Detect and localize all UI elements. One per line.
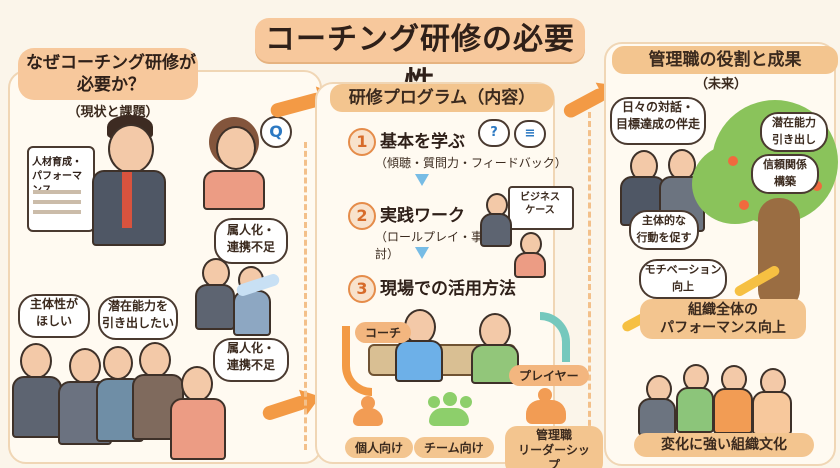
individual-icon-head bbox=[361, 396, 375, 410]
player-flow-arrow bbox=[540, 312, 570, 362]
arrow-middle-to-right bbox=[561, 86, 609, 120]
tree-leaf-3: 主体的な 行動を促す bbox=[629, 210, 699, 250]
individual-icon bbox=[353, 408, 383, 426]
leadership-icon bbox=[526, 400, 566, 424]
member-top bbox=[170, 398, 226, 460]
tree-leaf-2: 信頼関係 構築 bbox=[751, 154, 819, 194]
performance-badge: 組織全体の パフォーマンス向上 bbox=[640, 299, 806, 339]
issue-speech-a: 主体性が ほしい bbox=[18, 294, 90, 338]
tree-leaf-1: 潜在能力 引き出し bbox=[760, 112, 828, 152]
issue-speech-c: 属人化・ 連携不足 bbox=[213, 338, 289, 382]
culture-badge: 変化に強い組織文化 bbox=[634, 433, 814, 457]
woman-head bbox=[216, 126, 256, 170]
tree-leaf-4: モチベーション 向上 bbox=[639, 259, 727, 299]
left-heading-line2: 必要か？ bbox=[77, 75, 145, 95]
fruit bbox=[739, 200, 749, 210]
fruit bbox=[812, 181, 822, 191]
coach-body bbox=[395, 340, 443, 382]
celebrate-body bbox=[752, 391, 792, 435]
title-banner bbox=[255, 18, 585, 62]
left-heading-line1: なぜコーチング研修が bbox=[26, 53, 196, 73]
step-3-number: 3 bbox=[348, 275, 376, 303]
step-1-title: 基本を学ぶ bbox=[380, 132, 465, 152]
player-head bbox=[479, 313, 511, 349]
team-label: チーム向け bbox=[414, 437, 494, 458]
step-2-subtitle: （ロールプレイ・事例検討） bbox=[375, 230, 508, 261]
step-2-number: 2 bbox=[348, 202, 376, 230]
member-suit bbox=[12, 376, 62, 438]
right-subheading: （未来） bbox=[694, 77, 747, 92]
coaching-flow-arrow bbox=[342, 326, 372, 396]
member-head bbox=[103, 346, 133, 380]
left-heading: なぜコーチング研修が 必要か？ bbox=[26, 52, 196, 96]
middle-heading: 研修プログラム（内容） bbox=[330, 84, 554, 112]
left-divider bbox=[304, 142, 307, 450]
leadership-icon-head bbox=[538, 388, 552, 402]
step-3-title: 現場での活用方法 bbox=[380, 279, 516, 299]
celebrate-body bbox=[713, 388, 753, 434]
celebrate-body bbox=[676, 387, 714, 433]
board-text-line1: 人材育成・ bbox=[32, 157, 82, 168]
q-bubble: Q bbox=[260, 116, 292, 148]
step-1-number: 1 bbox=[348, 128, 376, 156]
player-label: プレイヤー bbox=[509, 365, 589, 386]
member-head bbox=[20, 343, 52, 379]
board-line bbox=[33, 210, 81, 214]
member-head bbox=[139, 342, 171, 378]
step-2-title: 実践ワーク bbox=[380, 206, 465, 226]
case-board-line2: ケース bbox=[525, 205, 555, 216]
member-head bbox=[69, 348, 101, 384]
case-board-text: ビジネス ケース bbox=[514, 191, 566, 217]
tree-trunk bbox=[758, 198, 800, 310]
leadership-label: 管理職 リーダーシップ bbox=[505, 426, 603, 468]
scene-body bbox=[233, 290, 271, 336]
arrow-down-2 bbox=[415, 247, 429, 259]
chat-icon: ≡ bbox=[514, 120, 546, 148]
dialogue-speech: 日々の対話・ 目標達成の伴走 bbox=[610, 97, 706, 145]
case-board-line1: ビジネス bbox=[520, 192, 560, 203]
board-line bbox=[33, 200, 81, 204]
team-icon-head bbox=[428, 396, 440, 408]
team-icon-head bbox=[443, 392, 457, 406]
presenter-tie bbox=[122, 172, 132, 228]
woman-top bbox=[203, 170, 265, 210]
team-icon-head bbox=[460, 396, 472, 408]
employee-head bbox=[668, 149, 696, 181]
issue-speech-b: 潜在能力を 引き出したい bbox=[98, 296, 178, 340]
question-icon: ? bbox=[478, 119, 510, 147]
team-icon bbox=[429, 408, 469, 426]
right-heading: 管理職の役割と成果 bbox=[612, 46, 838, 74]
issue-speech-top: 属人化・ 連携不足 bbox=[214, 218, 288, 264]
workshop-body bbox=[480, 213, 512, 247]
fruit bbox=[728, 156, 738, 166]
scene-body bbox=[195, 284, 235, 330]
right-divider bbox=[588, 112, 591, 444]
individual-label: 個人向け bbox=[345, 437, 414, 458]
board-line bbox=[33, 190, 81, 194]
board bbox=[27, 146, 95, 232]
left-heading-bg bbox=[18, 48, 198, 100]
arrow-down-1 bbox=[415, 174, 429, 186]
page-title: コーチング研修の必要性 bbox=[265, 22, 575, 101]
workshop-body bbox=[514, 252, 546, 278]
presenter-head bbox=[108, 124, 154, 174]
member-head bbox=[181, 366, 213, 402]
case-board bbox=[508, 186, 574, 230]
celebrate-body bbox=[638, 398, 676, 436]
step-1-subtitle: （傾聴・質問力・フィードバック） bbox=[375, 156, 567, 170]
